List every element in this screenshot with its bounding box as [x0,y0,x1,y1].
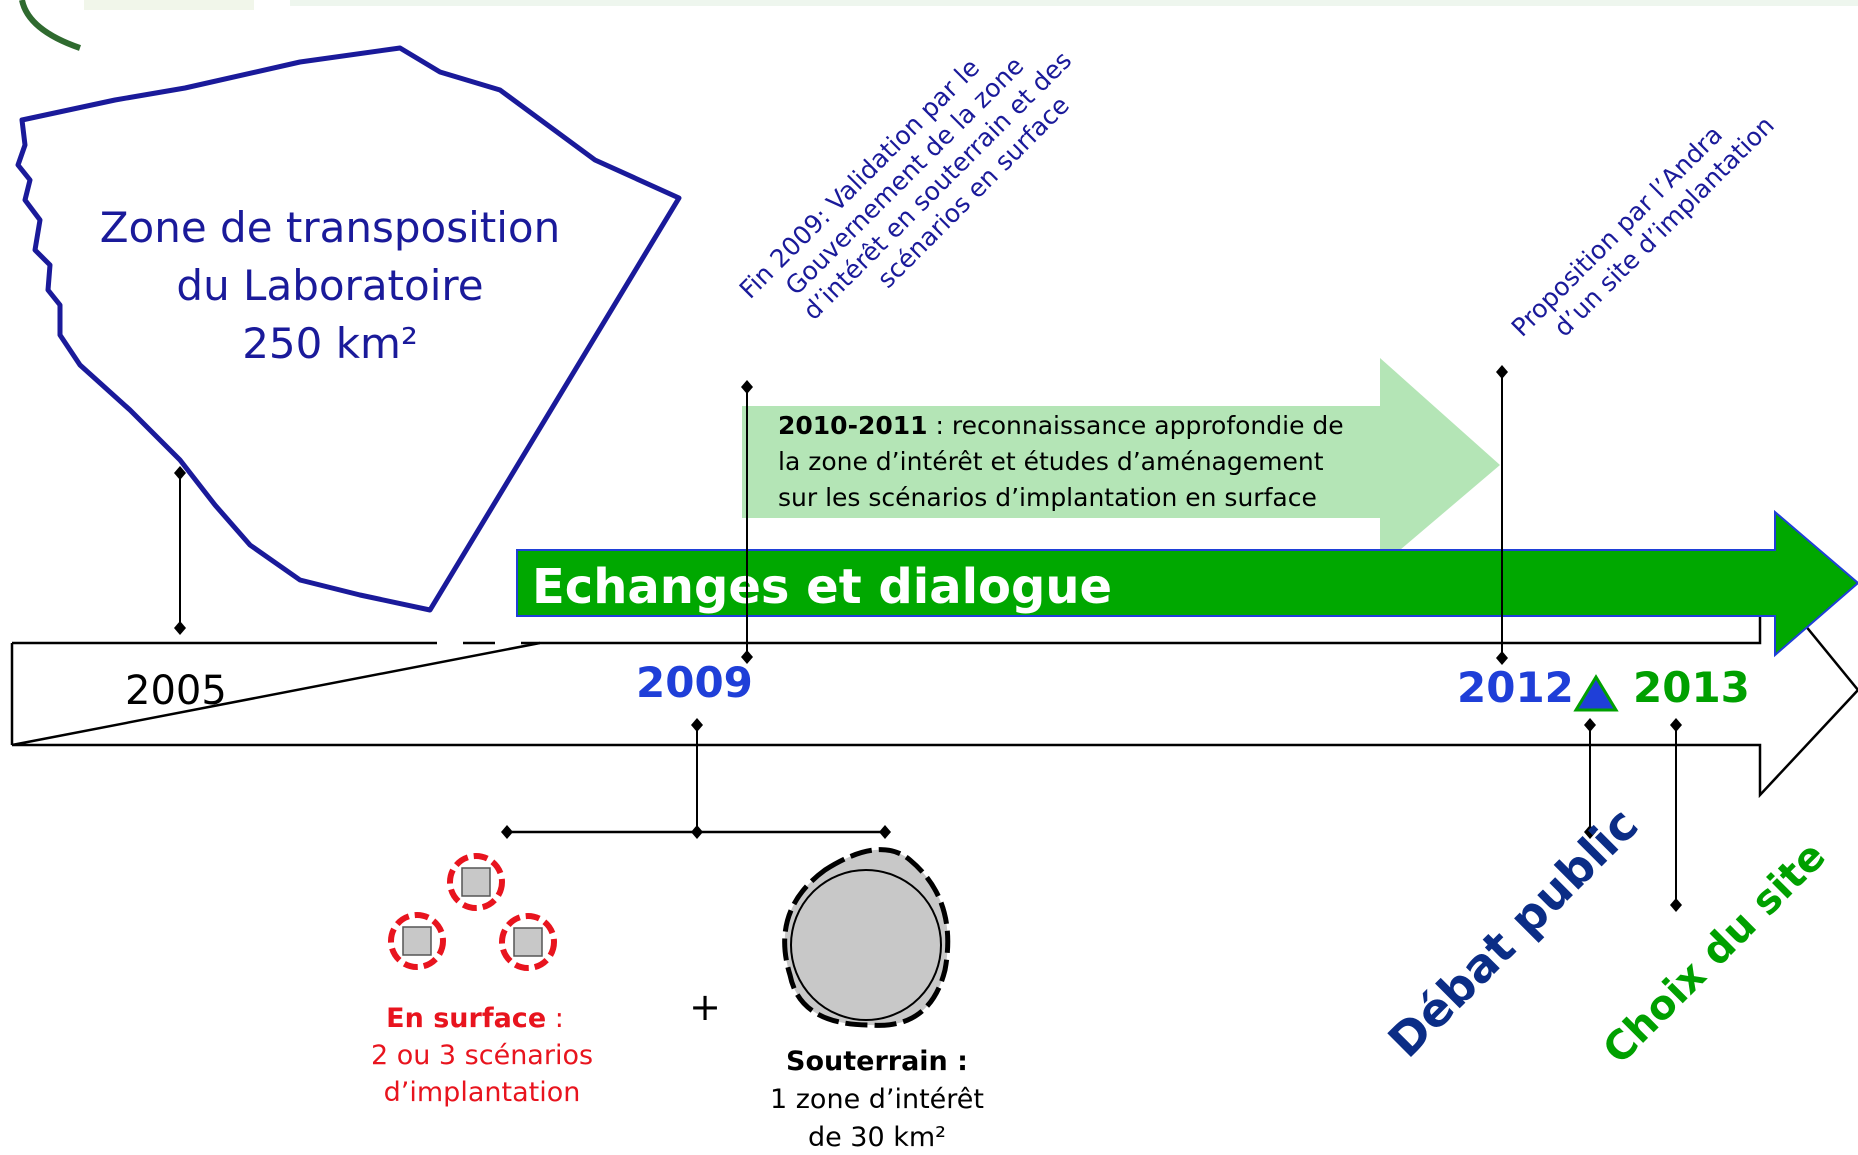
debate-triangle-icon [1573,674,1619,712]
plus-sign: + [689,985,721,1029]
transposition-zone-shape [15,45,682,613]
surface-line3: d’implantation [384,1077,581,1108]
year-2013: 2013 [1633,663,1750,712]
surface-title-line: En surface : [386,1003,564,1034]
connector-debat [1584,718,1596,839]
surface-scenario-icon-top [447,853,505,911]
underground-line2: 1 zone d’intérêt [770,1084,984,1115]
proposition-annotation: Proposition par l’Andra d’un site d’impl… [1506,111,1780,343]
study-period-label: 2010-2011 [778,411,928,440]
svg-text:Proposition par l’Andra: Proposition par l’Andra [1506,120,1728,342]
study-text-line3: sur les scénarios d’implantation en surf… [778,483,1317,512]
underground-zone-icon [782,847,951,1028]
zone-area-label: 250 km² [242,319,418,368]
validation-annotation: Fin 2009: Validation par le Gouvernement… [734,46,1077,326]
svg-text:d’un site d’implantation: d’un site d’implantation [1548,111,1780,343]
connector-choix [1670,718,1682,912]
connector-validation [741,380,753,664]
logo-fragment [19,0,1858,51]
surface-line2: 2 ou 3 scénarios [371,1040,593,1071]
study-text-line2: la zone d’intérêt et études d’aménagemen… [778,447,1324,476]
study-text-line1: 2010-2011 : reconnaissance approfondie d… [778,411,1344,440]
connector-2005 [174,466,186,635]
connector-proposition [1496,365,1508,665]
surface-scenario-icon-right [499,913,557,971]
year-2005: 2005 [125,668,227,714]
zone-title-line1: Zone de transposition [100,203,560,252]
choix-du-site-label: Choix du site [1595,833,1835,1073]
connector-2009-branch [501,718,891,839]
zone-title-line2: du Laboratoire [176,261,483,310]
study-period-arrow [742,358,1500,567]
underground-title: Souterrain : [786,1046,968,1077]
surface-scenario-icon-left [388,912,446,970]
underground-line3: de 30 km² [808,1122,946,1153]
timeline-arrow [11,566,1858,799]
exchange-arrow [516,509,1858,658]
year-2009: 2009 [636,658,753,707]
surface-title: En surface [386,1003,546,1034]
exchange-label: Echanges et dialogue [532,559,1112,615]
year-2012: 2012 [1457,663,1574,712]
